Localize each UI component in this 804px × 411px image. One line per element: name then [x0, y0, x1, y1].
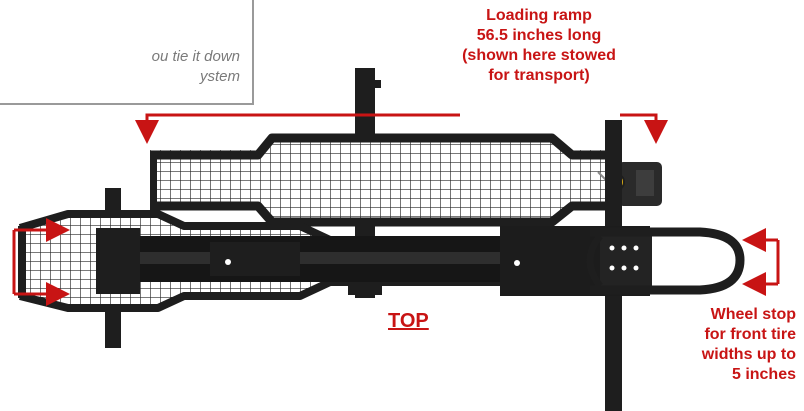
- caption-box: [0, 0, 254, 105]
- ramp-callout-line: for transport): [488, 67, 590, 84]
- caption-text: ou tie it down ystem: [0, 47, 240, 87]
- wheel-stop-callout-line: widths up to: [701, 346, 796, 363]
- tray-width-arrow: [12, 218, 70, 306]
- wheel-stop-arrow: [742, 228, 780, 296]
- caption-line: ou tie it down: [151, 48, 240, 65]
- wheel-stop-callout: Wheel stop for front tire widths up to 5…: [636, 305, 796, 385]
- wheel-stop-callout-line: 5 inches: [731, 366, 796, 383]
- ramp-callout: Loading ramp 56.5 inches long (shown her…: [432, 6, 646, 86]
- ramp-callout-line: 56.5 inches long: [476, 27, 602, 44]
- wheel-stop-callout-line: Wheel stop: [710, 306, 796, 323]
- caption-line: ystem: [199, 68, 240, 85]
- wheel-stop-callout-line: for front tire: [704, 326, 796, 343]
- view-label: TOP: [388, 310, 429, 332]
- ramp-length-arrow: [135, 113, 668, 144]
- loading-ramp: [150, 133, 662, 227]
- ramp-callout-line: (shown here stowed: [462, 47, 616, 64]
- ramp-callout-line: Loading ramp: [486, 7, 592, 24]
- carrier-tray: [18, 210, 745, 312]
